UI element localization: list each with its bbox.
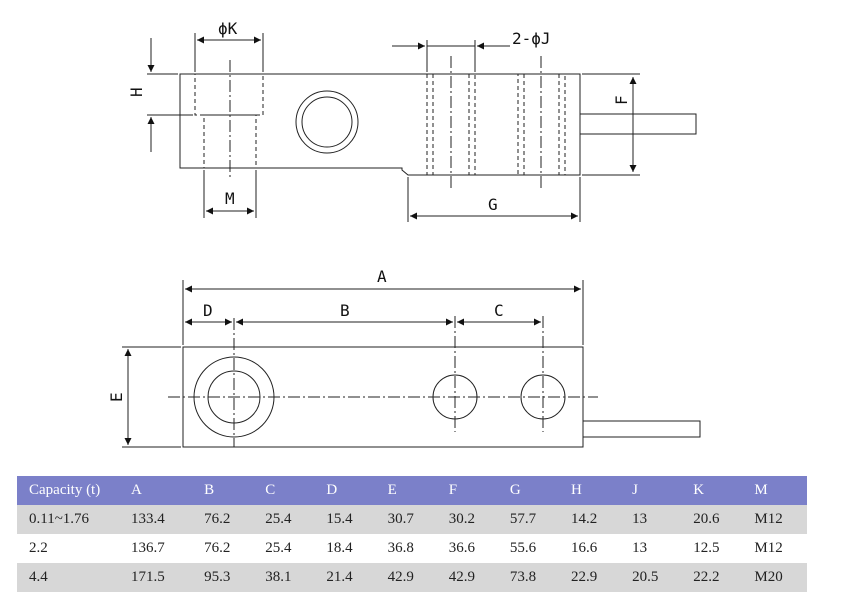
table-header-e: E [375, 476, 437, 505]
table-cell: M12 [742, 505, 807, 534]
table-cell: 2.2 [29, 540, 48, 556]
table-cell: 25.4 [253, 505, 315, 534]
top-view [122, 280, 701, 448]
label-d: D [203, 301, 213, 320]
table-header-c: C [253, 476, 315, 505]
top-view-mount-hole [193, 356, 275, 438]
label-e: E [107, 392, 126, 402]
table-header-h: H [558, 476, 621, 505]
table-header-j: J [620, 476, 682, 505]
table-cell: 42.9 [436, 563, 498, 592]
table-cell: 36.8 [387, 540, 414, 556]
table-cell: 30.7 [375, 505, 437, 534]
table-header-row: Capacity (t) A B C D E F G H J K M [17, 476, 807, 505]
table-cell: 14.2 [558, 505, 621, 534]
table-cell: 21.4 [314, 563, 376, 592]
table-cell: 55.6 [509, 540, 537, 556]
table-cell: 12.5 [693, 540, 720, 556]
table-cell: 76.2 [204, 540, 231, 556]
label-h: H [127, 87, 146, 97]
label-m: M [225, 189, 235, 208]
table-header-d: D [314, 476, 376, 505]
table-header-f: F [436, 476, 498, 505]
top-view-cable [582, 420, 701, 438]
table-cell: 18.4 [326, 540, 353, 556]
table-cell: 57.7 [497, 505, 559, 534]
dimension-table: Capacity (t) A B C D E F G H J K M 0.11~… [17, 476, 807, 592]
table-cell: 20.6 [681, 505, 743, 534]
table-cell: M12 [754, 540, 783, 556]
load-cell-drawing: ϕK 2-ϕJ H F M G A D B C E [107, 19, 701, 448]
table-cell: 0.11~1.76 [17, 505, 119, 534]
table-cell: 38.1 [253, 563, 315, 592]
side-view-round-hole [295, 90, 359, 154]
table-header-capacity: Capacity (t) [17, 476, 119, 505]
table-cell: M20 [742, 563, 807, 592]
table-row: 0.11~1.76 133.4 76.2 25.4 15.4 30.7 30.2… [17, 505, 807, 534]
table-row: 2.2 136.7 76.2 25.4 18.4 36.8 36.6 55.6 … [17, 534, 807, 563]
table-header-b: B [192, 476, 254, 505]
table-row: 4.4 171.5 95.3 38.1 21.4 42.9 42.9 73.8 … [17, 563, 807, 592]
side-view-bolt-pocket [194, 73, 264, 169]
table-cell: 13 [620, 505, 682, 534]
table-cell: 36.6 [448, 540, 475, 556]
label-phi-k: ϕK [218, 19, 238, 38]
table-cell: 136.7 [131, 540, 165, 556]
table-cell: 133.4 [119, 505, 193, 534]
table-cell: 76.2 [192, 505, 254, 534]
label-a: A [377, 267, 387, 286]
table-header-m: M [742, 476, 807, 505]
table-cell: 22.2 [681, 563, 743, 592]
label-b: B [340, 301, 350, 320]
label-2-phi-j: 2-ϕJ [512, 29, 551, 48]
table-header-a: A [119, 476, 193, 505]
side-view-body [179, 73, 581, 176]
table-cell: 13 [632, 540, 648, 556]
table-cell: 171.5 [119, 563, 193, 592]
side-view-threaded-holes [426, 73, 566, 176]
table-cell: 42.9 [375, 563, 437, 592]
label-f: F [612, 95, 631, 105]
table-header-k: K [681, 476, 743, 505]
table-cell: 16.6 [570, 540, 598, 556]
label-g: G [488, 195, 498, 214]
table-cell: 15.4 [314, 505, 376, 534]
table-cell: 20.5 [620, 563, 682, 592]
table-cell: 4.4 [17, 563, 119, 592]
side-view-cable [579, 113, 697, 135]
table-header-g: G [497, 476, 559, 505]
table-cell: 25.4 [265, 540, 292, 556]
table-cell: 95.3 [192, 563, 254, 592]
label-c: C [494, 301, 504, 320]
table-cell: 22.9 [558, 563, 621, 592]
side-view [147, 33, 697, 222]
table-cell: 73.8 [497, 563, 559, 592]
table-cell: 30.2 [436, 505, 498, 534]
